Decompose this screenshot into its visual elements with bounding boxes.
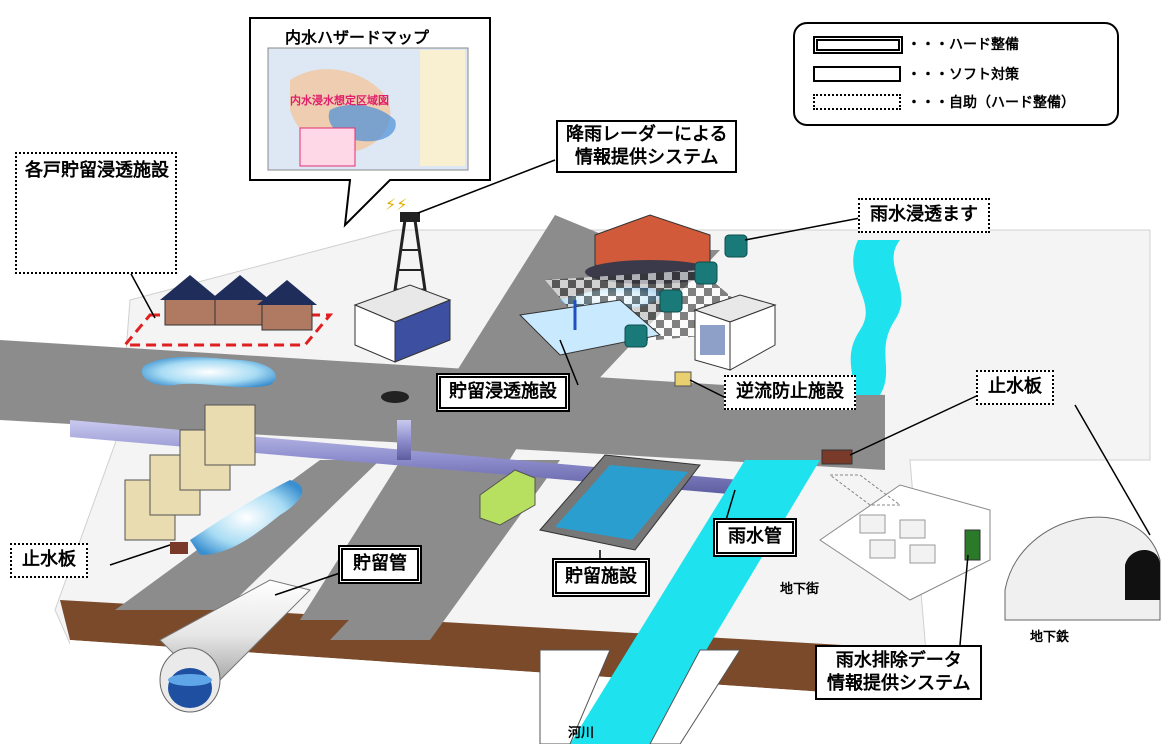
- radar-building-side: [394, 299, 451, 363]
- legend-self-label: ・・・自助（ハード整備）: [907, 95, 1075, 111]
- mall-stairs: [828, 474, 902, 506]
- puddle-left: [141, 356, 276, 388]
- hazard-map-panel: [420, 50, 465, 166]
- hazard-map-red-title: 内水浸水想定区域図: [290, 94, 389, 107]
- backflow-prevention-label: 逆流防止施設: [724, 375, 856, 410]
- subway-arch: [1004, 516, 1161, 621]
- flood-barrier-left-label: 止水板: [10, 543, 88, 578]
- radar-system-label: 降雨レーダーによる 情報提供システム: [556, 120, 738, 173]
- legend: ・・・ハード整備 ・・・ソフト対策 ・・・自助（ハード整備）: [793, 22, 1119, 126]
- houses: [160, 275, 317, 331]
- hazard-map-legend: [299, 127, 356, 167]
- subway-grate: [1125, 550, 1160, 600]
- leader-lines: [109, 159, 1151, 646]
- storage-facility-water: [555, 465, 688, 540]
- river-bank-left: [539, 649, 611, 744]
- river-label: 河川: [568, 726, 595, 741]
- office-window-block: [700, 325, 725, 355]
- legend-hard-label: ・・・ハード整備: [907, 37, 1019, 53]
- river-bank-right: [649, 649, 741, 744]
- bus: [479, 469, 536, 526]
- legend-soft-label: ・・・ソフト対策: [907, 67, 1019, 83]
- legend-soft-swatch: [813, 66, 901, 82]
- flood-barrier-right-gate: [821, 449, 853, 465]
- river-upper: [850, 240, 902, 395]
- storage-facility-label: 貯留施設: [552, 558, 650, 597]
- office-building-side: [729, 304, 776, 371]
- svg-text:⚡⚡: ⚡⚡: [385, 195, 407, 214]
- drainage-system-label: 雨水排除データ 情報提供システム: [815, 645, 983, 700]
- puddle-lower: [190, 480, 303, 555]
- underground-mall-label: 地下街: [780, 582, 820, 597]
- legend-hard-swatch: [813, 36, 903, 54]
- radar-system-line2: 情報提供システム: [575, 146, 719, 168]
- drainage-system-line1: 雨水排除データ: [835, 650, 962, 671]
- household-storage-text: 各戸貯留浸透施設: [25, 160, 169, 181]
- storage-pipe-label: 貯留管: [338, 545, 422, 584]
- flood-barrier-right-label: 止水板: [976, 370, 1054, 405]
- flood-barrier-left-gate: [170, 542, 188, 554]
- soil-face: [70, 640, 945, 744]
- subway-label: 地下鉄: [1030, 630, 1070, 645]
- apartment-blocks: [124, 404, 256, 541]
- mall-gate: [964, 529, 981, 561]
- manhole: [381, 391, 409, 403]
- rainwater-pipe-label: 雨水管: [713, 518, 797, 557]
- drainage-system-line2: 情報提供システム: [827, 672, 971, 694]
- hazard-map-title: 内水ハザードマップ: [285, 28, 430, 47]
- storage-tube-water-top: [168, 674, 212, 686]
- backflow-valve: [674, 371, 692, 387]
- pipe-vertical: [397, 420, 411, 460]
- legend-self-swatch: [813, 94, 901, 110]
- infiltration-basin-label: 雨水浸透ます: [858, 198, 990, 233]
- mall-platform: [819, 484, 991, 601]
- storage-infiltration-label: 貯留浸透施設: [436, 373, 570, 412]
- household-storage-label: 各戸貯留浸透施設: [15, 152, 177, 274]
- mall-blocks: [859, 514, 936, 564]
- radar-system-line1: 降雨レーダーによる: [566, 124, 728, 145]
- infiltration-units: [624, 234, 748, 348]
